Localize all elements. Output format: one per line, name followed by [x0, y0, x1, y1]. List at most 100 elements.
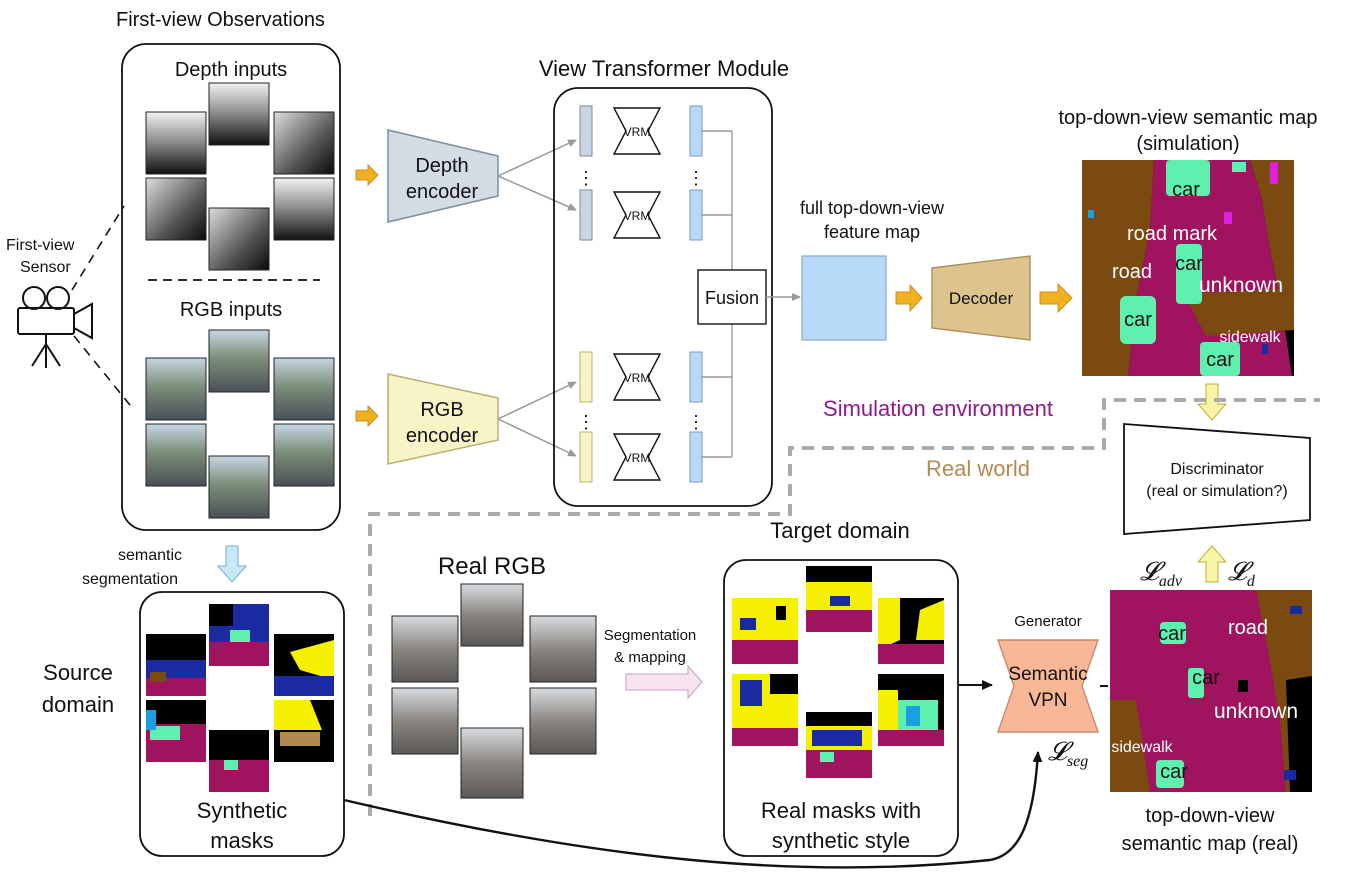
vtm-depth-branch: [579, 105, 703, 241]
sim-label-car-2: car: [1175, 253, 1203, 275]
vtm-title: View Transformer Module: [539, 56, 789, 81]
loss-adv: 𝓛adv: [1140, 557, 1183, 590]
sim-label-road: road: [1112, 261, 1152, 283]
mapping-label-1: Segmentation: [604, 627, 697, 644]
arrow-to-decoder: [895, 283, 923, 313]
real-label-car-1: car: [1158, 623, 1186, 645]
feature-map: [801, 255, 887, 341]
vtm-dots-1: ⋮: [577, 168, 595, 188]
real-mask-thumbnails: [732, 566, 944, 778]
rgb-thumb-2: [145, 357, 207, 421]
rgb-encoder-line1: RGB: [420, 399, 463, 421]
rgb-thumb-5: [273, 423, 335, 487]
vtm-fusion-lines: [702, 130, 733, 458]
discriminator: [1123, 423, 1311, 535]
sensor-view-line-bottom: [73, 335, 135, 411]
target-domain-title: Target domain: [770, 518, 909, 543]
segmentation-label-2: segmentation: [82, 571, 178, 588]
decoder-label: Decoder: [949, 289, 1014, 308]
sim-label-road-mark: road mark: [1127, 223, 1218, 245]
depth-encoder-line1: Depth: [415, 155, 468, 177]
rgb-thumbnails: [145, 329, 335, 519]
source-domain-line1: Source: [43, 660, 113, 685]
camera-icon: [17, 286, 93, 368]
depth-thumb-4: [145, 177, 207, 241]
depth-thumb-1: [208, 82, 270, 146]
generator-line1: Semantic: [1008, 664, 1087, 685]
depth-inputs-label: Depth inputs: [175, 59, 287, 81]
synth-mask-1: [209, 604, 269, 666]
synth-mask-3: [274, 634, 334, 696]
simulation-environment-label: Simulation environment: [823, 396, 1053, 421]
real-map-caption-1: top-down-view: [1146, 805, 1276, 827]
sensor-label-1: First-view: [6, 237, 75, 254]
synth-mask-4: [146, 700, 206, 762]
semantic-vpn-generator: [997, 639, 1099, 733]
feature-map-line2: feature map: [824, 222, 920, 242]
source-domain-panel: [139, 591, 345, 857]
sensor-view-line-top: [71, 205, 125, 291]
encoder-fanout-arrows: [497, 139, 577, 457]
vrm-label-2: VRM: [624, 209, 651, 223]
rgb-encoder: [387, 373, 499, 465]
source-domain-line2: domain: [42, 692, 114, 717]
rgb-thumb-6: [208, 455, 270, 519]
rgb-encoder-line2: encoder: [406, 425, 479, 447]
fusion-label: Fusion: [705, 288, 759, 308]
real-semantic-map: [1110, 590, 1312, 792]
arrow-sim-to-discriminator: [1196, 383, 1228, 421]
synthetic-to-generator-arrow: [343, 751, 1043, 869]
synth-mask-2: [146, 634, 206, 696]
segmentation-label-1: semantic: [118, 547, 182, 564]
real-label-road: road: [1228, 617, 1268, 639]
real-label-sidewalk: sidewalk: [1111, 739, 1173, 756]
sensor-label-2: Sensor: [20, 259, 71, 276]
real-masks-line1: Real masks with: [761, 798, 921, 823]
rgb-thumb-4: [145, 423, 207, 487]
synthetic-mask-thumbnails: [146, 604, 334, 792]
sim-map-title1: top-down-view semantic map: [1059, 107, 1318, 129]
environment-boundary: [368, 398, 1320, 816]
rgb-thumb-1: [208, 329, 270, 393]
real-label-car-3: car: [1160, 761, 1188, 783]
arrow-to-depth-encoder: [355, 163, 379, 187]
first-view-title: First-view Observations: [116, 9, 325, 31]
synth-mask-6: [209, 730, 269, 792]
depth-thumb-5: [273, 177, 335, 241]
arrow-real-to-discriminator: [1196, 545, 1228, 583]
depth-encoder-line2: encoder: [406, 181, 479, 203]
sim-label-sidewalk: sidewalk: [1219, 329, 1281, 346]
first-view-panel: [121, 43, 341, 531]
real-world-label: Real world: [926, 456, 1030, 481]
sim-semantic-map: [1082, 160, 1294, 376]
real-map-caption-2: semantic map (real): [1122, 833, 1299, 855]
discriminator-line2: (real or simulation?): [1146, 483, 1287, 500]
arrow-to-rgb-encoder: [355, 404, 379, 428]
arrow-segmentation-mapping: [625, 664, 703, 700]
vtm-dots-3: ⋮: [577, 412, 595, 432]
mapping-label-2: & mapping: [614, 649, 686, 666]
real-rgb-thumbnails: [391, 583, 597, 799]
vtm-dots-4: ⋮: [687, 412, 705, 432]
depth-thumbnails: [145, 82, 335, 271]
vtm-dots-2: ⋮: [687, 168, 705, 188]
real-label-unknown: unknown: [1214, 700, 1298, 723]
sim-label-unknown: unknown: [1199, 274, 1283, 297]
sim-label-car-3: car: [1124, 309, 1152, 331]
sim-label-car-4: car: [1206, 349, 1234, 371]
real-label-car-2: car: [1192, 667, 1220, 689]
real-rgb-label: Real RGB: [438, 553, 546, 580]
vrm-label-4: VRM: [624, 451, 651, 465]
generator-line2: VPN: [1028, 690, 1067, 711]
synthetic-masks-line2: masks: [210, 828, 274, 853]
rgb-inputs-label: RGB inputs: [180, 299, 282, 321]
sim-map-title2: (simulation): [1136, 133, 1239, 155]
arrow-semantic-segmentation: [216, 545, 248, 583]
loss-seg: 𝓛seg: [1048, 737, 1088, 770]
vrm-label-3: VRM: [624, 371, 651, 385]
generator-label: Generator: [1014, 613, 1082, 630]
target-domain-panel: [723, 559, 959, 857]
discriminator-line1: Discriminator: [1170, 461, 1264, 478]
synthetic-masks-line1: Synthetic: [197, 798, 288, 823]
